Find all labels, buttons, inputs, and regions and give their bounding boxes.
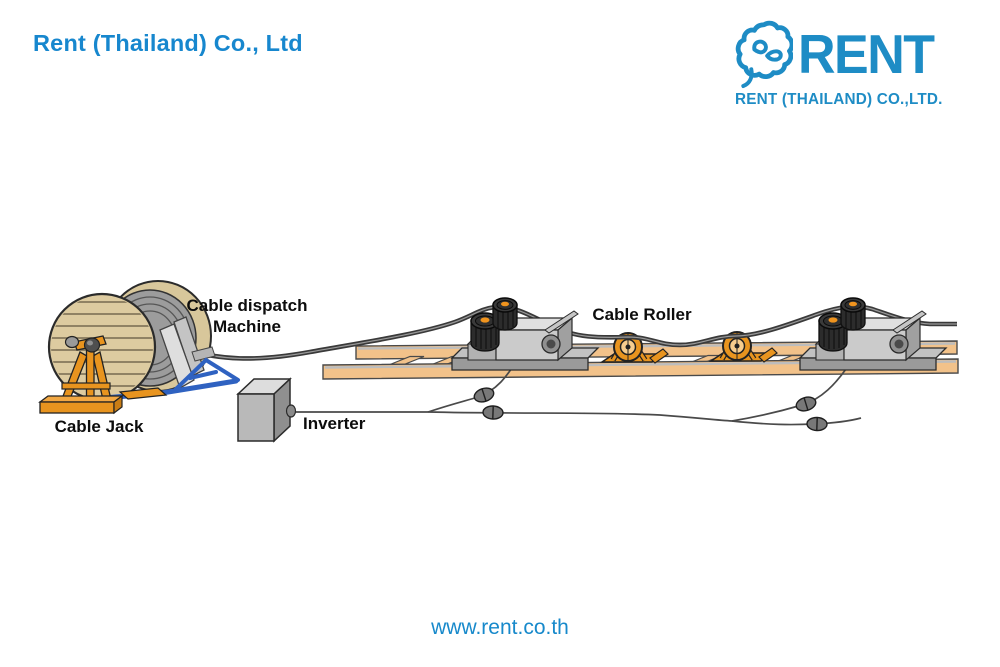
cable-feeder-machine-2 bbox=[798, 297, 948, 371]
capstans-machine-1 bbox=[470, 297, 518, 352]
label-cable-roller: Cable Roller bbox=[592, 305, 692, 324]
cable-dispatch-machine bbox=[101, 316, 240, 401]
connector-node bbox=[795, 396, 817, 412]
label-cable-jack: Cable Jack bbox=[55, 417, 144, 436]
main-cable bbox=[182, 304, 957, 361]
label-cable-dispatch-line2: Machine bbox=[213, 317, 281, 336]
logo-subtitle: RENT (THAILAND) CO.,LTD. bbox=[735, 91, 943, 108]
cable-roller-1 bbox=[599, 332, 669, 364]
cable-roller-2 bbox=[708, 331, 778, 363]
company-logo: RENT RENT (THAILAND) CO.,LTD. bbox=[735, 20, 967, 109]
wire-connectors bbox=[473, 387, 828, 432]
page-title: Rent (Thailand) Co., Ltd bbox=[33, 30, 303, 56]
cable-feeder-machine-1 bbox=[450, 310, 600, 371]
connector-node bbox=[482, 405, 504, 420]
cable-jack-stand bbox=[38, 335, 124, 415]
label-cable-dispatch-line1: Cable dispatch bbox=[187, 296, 308, 315]
inverter-box bbox=[236, 377, 297, 443]
cable-drum-assembly bbox=[38, 280, 240, 415]
diagram-labels: Cable dispatch Machine Cable Jack Invert… bbox=[55, 296, 692, 436]
cotton-flower-icon bbox=[735, 20, 793, 89]
label-inverter: Inverter bbox=[303, 414, 366, 433]
connector-node bbox=[806, 416, 828, 432]
website-url: www.rent.co.th bbox=[431, 616, 569, 639]
logo-brand-text: RENT bbox=[798, 24, 935, 86]
connector-node bbox=[473, 387, 495, 403]
